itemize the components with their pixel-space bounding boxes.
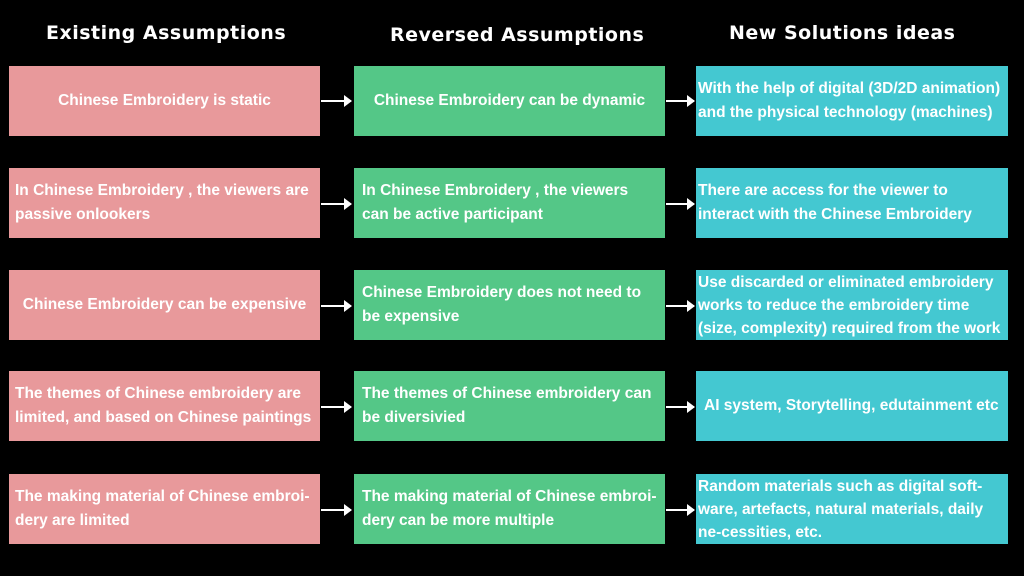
header-existing-assumptions: Existing Assumptions [46,22,287,44]
existing-assumption-5: The making material of Chinese embroi-de… [9,474,320,544]
arrow-1b [666,95,695,107]
existing-assumption-3: Chinese Embroidery can be expensive [9,270,320,340]
arrow-3b [666,300,695,312]
new-solution-5: Random materials such as digital soft-wa… [696,474,1008,544]
new-solution-2: There are access for the viewer to inter… [696,168,1008,238]
arrow-5b [666,504,695,516]
new-solution-1: With the help of digital (3D/2D animatio… [696,66,1008,136]
reversed-assumption-4: The themes of Chinese embroidery can be … [354,371,665,441]
arrow-2a [321,198,352,210]
header-reversed-assumptions: Reversed Assumptions [390,24,645,46]
new-solution-4: AI system, Storytelling, edutainment etc [696,371,1008,441]
arrow-5a [321,504,352,516]
existing-assumption-4: The themes of Chinese embroidery are lim… [9,371,320,441]
reversed-assumption-3: Chinese Embroidery does not need to be e… [354,270,665,340]
arrow-2b [666,198,695,210]
reversed-assumption-5: The making material of Chinese embroi-de… [354,474,665,544]
arrow-4b [666,401,695,413]
header-new-solutions: New Solutions ideas [729,22,956,44]
new-solution-3: Use discarded or eliminated embroidery w… [696,270,1008,340]
arrow-1a [321,95,352,107]
reversed-assumption-2: In Chinese Embroidery , the viewers can … [354,168,665,238]
arrow-3a [321,300,352,312]
existing-assumption-2: In Chinese Embroidery , the viewers are … [9,168,320,238]
reversed-assumption-1: Chinese Embroidery can be dynamic [354,66,665,136]
arrow-4a [321,401,352,413]
existing-assumption-1: Chinese Embroidery is static [9,66,320,136]
